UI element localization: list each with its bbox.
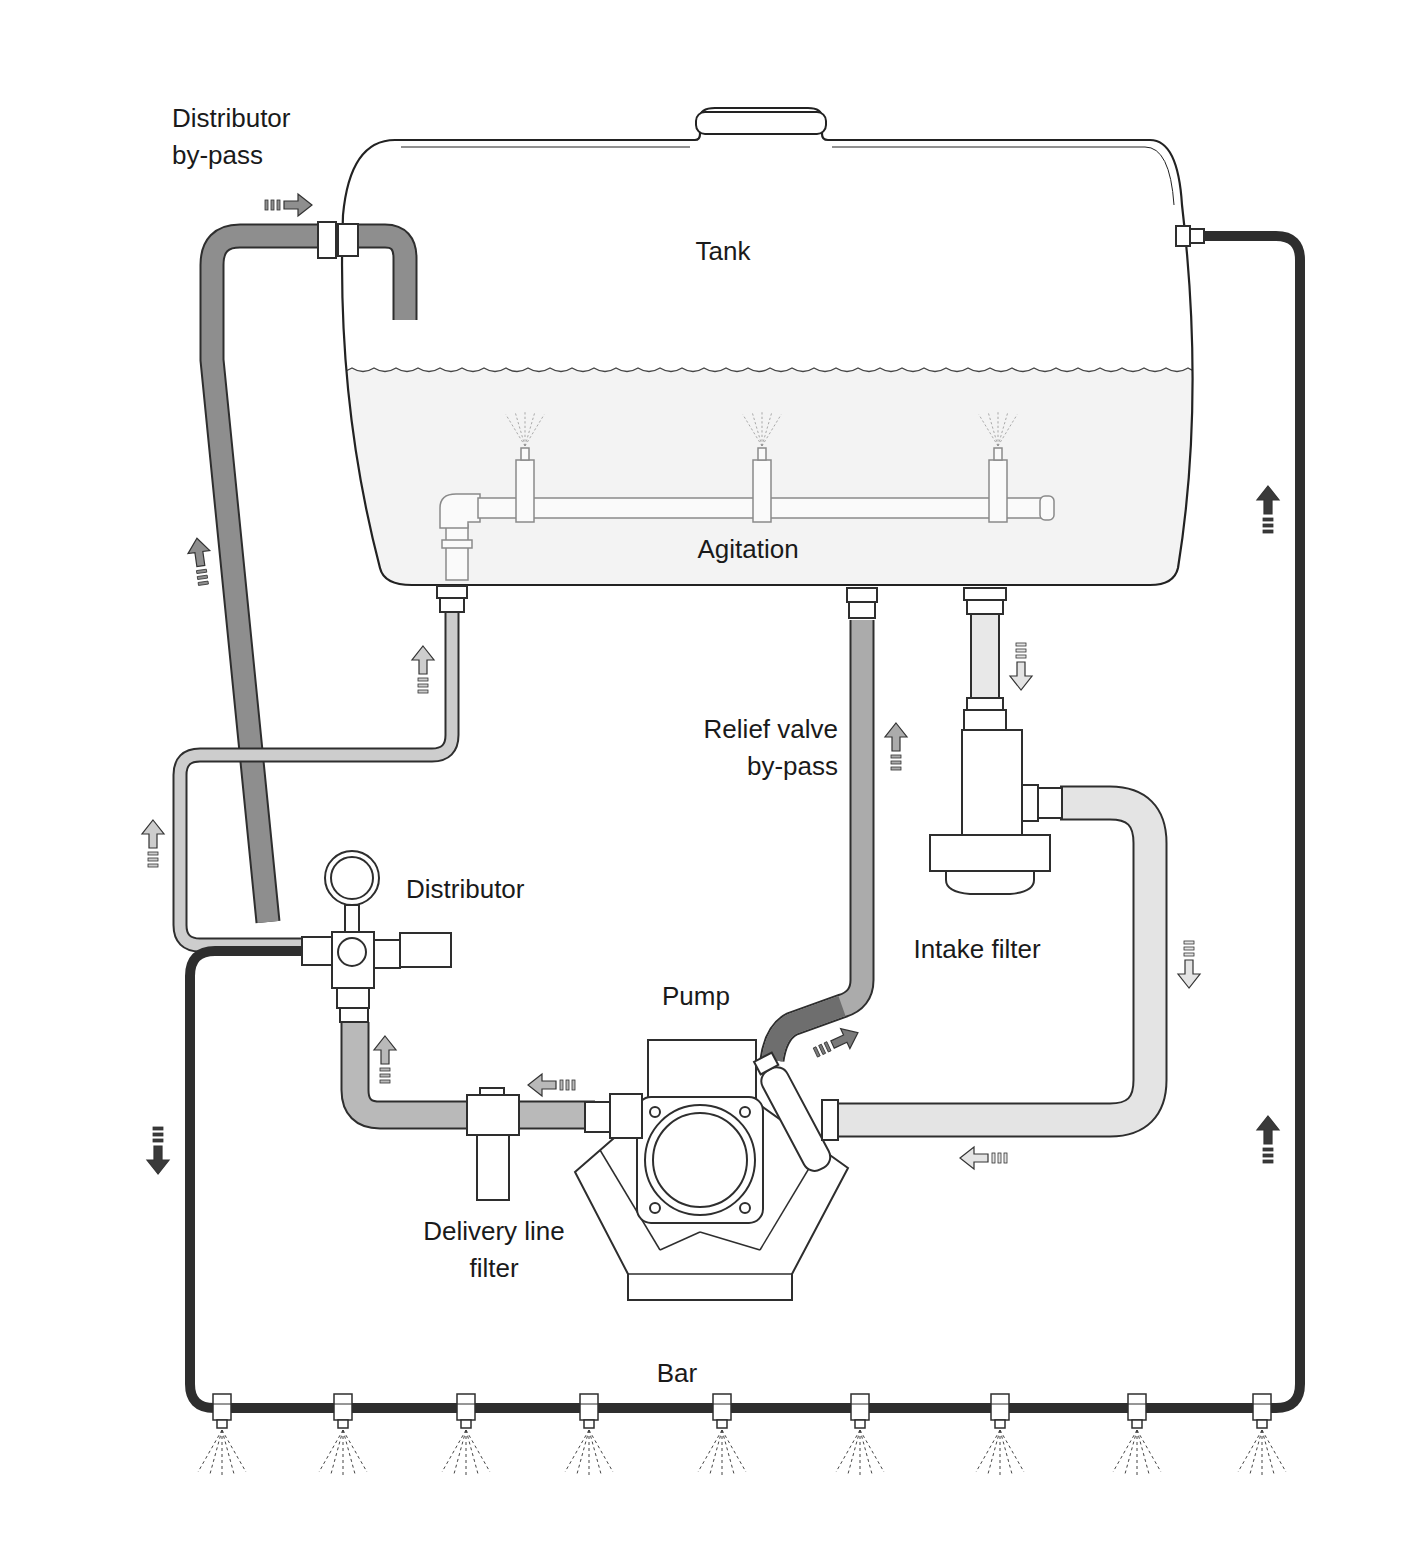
part-label: Bar — [632, 1355, 722, 1392]
part-label: Pump — [641, 978, 751, 1015]
part-label: Agitation — [663, 531, 833, 568]
part-label: Intake filter — [910, 931, 1045, 968]
part-label: Relief valve by-pass — [663, 711, 838, 785]
part-label: Delivery line filter — [402, 1213, 587, 1287]
part-label: Tank — [663, 233, 783, 270]
part-label: Distributor — [406, 871, 581, 908]
part-label: Distributor by-pass — [172, 100, 332, 174]
